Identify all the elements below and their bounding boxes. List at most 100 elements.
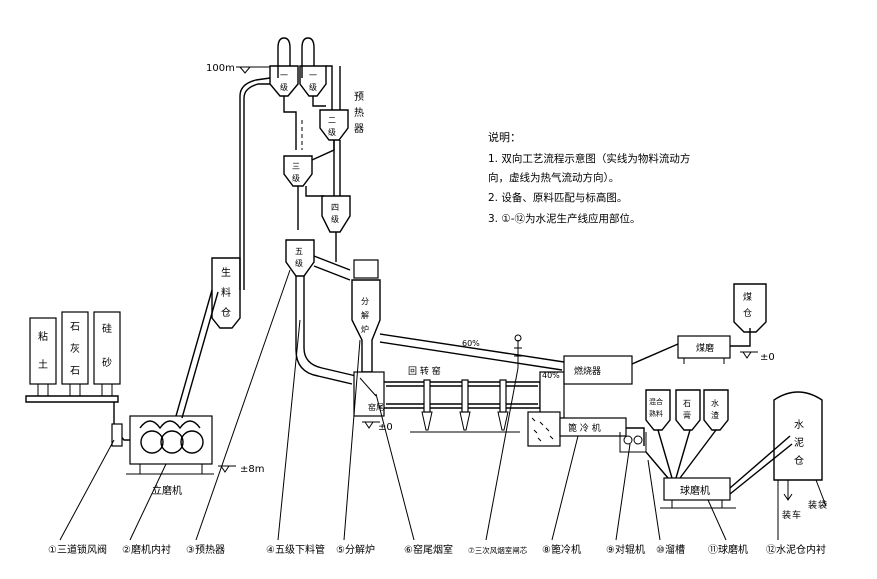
- svg-text:石: 石: [70, 322, 80, 333]
- svg-text:一: 一: [309, 71, 317, 80]
- legend-item-9: ⑨对辊机: [606, 543, 645, 556]
- legend-item-6: ⑥窑尾烟室: [404, 543, 453, 556]
- svg-text:60%: 60%: [462, 339, 480, 348]
- notes-block: 说明： 1. 双向工艺流程示意图（实线为物料流动方 向，虚线为热气流动方向）。 …: [488, 130, 690, 225]
- svg-text:砂: 砂: [102, 356, 112, 369]
- svg-text:回 转 窑: 回 转 窑: [408, 365, 441, 377]
- svg-text:装: 装: [808, 499, 817, 511]
- svg-text:级: 级: [280, 82, 288, 92]
- bag-load-label: 装 袋: [808, 499, 827, 511]
- stage-4-label: 四 级: [331, 203, 339, 224]
- svg-text:石: 石: [683, 399, 691, 408]
- truck-load-label: 装 车: [782, 509, 801, 521]
- legend-item-10: ⑩溜槽: [656, 543, 685, 556]
- svg-text:石: 石: [70, 366, 80, 377]
- leader-lines: [59, 269, 779, 541]
- svg-text:泥: 泥: [794, 436, 804, 449]
- svg-text:40%: 40%: [542, 371, 560, 380]
- svg-text:五: 五: [295, 247, 303, 256]
- coal-mill: 煤磨: [677, 328, 751, 364]
- svg-text:一: 一: [280, 71, 288, 80]
- svg-text:立磨机: 立磨机: [152, 484, 182, 497]
- svg-text:三: 三: [292, 162, 300, 171]
- vertical-mill: 立磨机: [126, 289, 219, 497]
- svg-text:解: 解: [361, 310, 369, 320]
- svg-text:硅: 硅: [102, 322, 112, 335]
- svg-text:分: 分: [361, 297, 369, 306]
- legend-item-1: ①三道锁风阀: [48, 543, 107, 556]
- svg-text:混合: 混合: [649, 397, 663, 406]
- legend-item-2: ②磨机内衬: [122, 543, 171, 556]
- kiln-inlet: 窑 尾: [353, 371, 385, 417]
- burner: 燃烧器: [563, 343, 679, 385]
- svg-text:水: 水: [794, 419, 804, 431]
- svg-text:土: 土: [38, 358, 48, 371]
- notes-line-2: 2. 设备、原料匹配与标高图。: [488, 191, 627, 204]
- svg-text:袋: 袋: [818, 499, 827, 511]
- preheater-tower: 一 级 一 级 二 级 预 热 器 三 级: [269, 37, 364, 385]
- svg-text:±8m: ±8m: [240, 464, 264, 475]
- svg-text:球磨机: 球磨机: [680, 484, 710, 497]
- svg-text:灰: 灰: [70, 342, 80, 355]
- svg-text:熟料: 熟料: [649, 409, 663, 418]
- svg-text:煤磨: 煤磨: [696, 342, 714, 354]
- svg-text:100m: 100m: [206, 63, 235, 74]
- svg-text:二: 二: [328, 116, 336, 125]
- notes-line-1b: 向，虚线为热气流动方向）。: [488, 171, 619, 184]
- svg-text:生: 生: [221, 266, 231, 279]
- raw-material-bins: 粘 土 石 灰 石 硅 砂: [25, 311, 138, 447]
- legend-item-4: ④五级下料管: [266, 543, 325, 556]
- svg-text:器: 器: [354, 123, 364, 135]
- tertiary-air-duct: 60%: [379, 333, 565, 371]
- legend-item-7: ⑦三次风烟室闸芯: [468, 545, 528, 555]
- rotary-kiln: 回 转 窑: [384, 365, 541, 433]
- svg-text:仓: 仓: [743, 307, 752, 319]
- svg-text:燃烧器: 燃烧器: [574, 365, 601, 377]
- legend: ①三道锁风阀 ②磨机内衬 ③预热器 ④五级下料管 ⑤分解炉 ⑥窑尾烟室 ⑦三次风…: [48, 543, 826, 556]
- stage-1b-label: 一 级: [309, 71, 317, 92]
- notes-line-3: 3. ①-⑫为水泥生产线应用部位。: [488, 212, 641, 225]
- stage-2-label: 二 级: [328, 116, 336, 137]
- legend-item-12: ⑫水泥仓内衬: [766, 543, 826, 556]
- svg-text:炉: 炉: [361, 324, 369, 334]
- svg-text:热: 热: [354, 106, 364, 119]
- notes-title: 说明：: [488, 130, 521, 144]
- stage-3-label: 三 级: [292, 162, 300, 183]
- kiln-hood: 40%: [539, 371, 565, 419]
- elevation-100m: 100m: [206, 63, 270, 74]
- raw-meal-lift: [239, 77, 271, 290]
- svg-text:装: 装: [782, 509, 791, 521]
- svg-text:粘: 粘: [38, 330, 48, 343]
- coal-bin: 煤 仓: [733, 283, 767, 333]
- stage-1a-label: 一 级: [280, 71, 288, 92]
- cement-feed-bins: 混合 熟料 石 膏 水 渣: [645, 389, 729, 479]
- tertiary-damper: [514, 334, 522, 368]
- svg-text:膏: 膏: [683, 410, 691, 420]
- svg-text:窑: 窑: [368, 402, 376, 412]
- ball-mill: 球磨机: [660, 435, 793, 509]
- svg-text:级: 级: [295, 258, 303, 268]
- svg-text:级: 级: [309, 82, 317, 92]
- svg-text:预: 预: [354, 91, 364, 103]
- svg-text:料: 料: [221, 286, 231, 299]
- calciner: 分 解 炉: [351, 259, 381, 373]
- elevation-mill: ±8m: [218, 464, 264, 475]
- svg-text:仓: 仓: [794, 454, 804, 467]
- svg-text:水: 水: [711, 398, 719, 408]
- svg-text:车: 车: [792, 509, 801, 521]
- svg-text:级: 级: [328, 127, 336, 137]
- svg-text:仓: 仓: [221, 306, 231, 319]
- cement-silo: 水 泥 仓: [773, 391, 827, 507]
- notes-line-1a: 1. 双向工艺流程示意图（实线为物料流动方: [488, 152, 690, 165]
- svg-text:煤: 煤: [743, 291, 752, 303]
- svg-text:级: 级: [292, 173, 300, 183]
- preheater-label: 预 热 器: [354, 91, 364, 135]
- svg-text:篦 冷 机: 篦 冷 机: [568, 422, 601, 434]
- legend-item-3: ③预热器: [186, 543, 225, 556]
- raw-meal-bin: 生 料 仓: [211, 257, 241, 329]
- svg-text:±0: ±0: [760, 352, 775, 363]
- elevation-coal: ±0: [740, 351, 775, 363]
- svg-text:渣: 渣: [711, 410, 719, 420]
- legend-item-5: ⑤分解炉: [336, 543, 375, 556]
